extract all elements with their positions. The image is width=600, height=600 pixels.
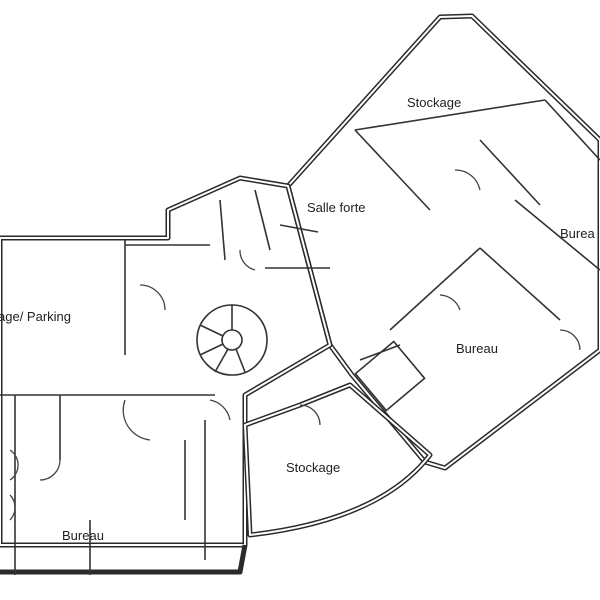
doors — [9, 169, 581, 521]
walls — [0, 13, 600, 575]
interior-partitions — [0, 99, 600, 575]
room-label-bureau-bottom: Bureau — [62, 528, 104, 543]
room-label-stockage-top: Stockage — [407, 95, 461, 110]
west-wing-wall — [0, 175, 333, 548]
room-label-bureau-right: Burea — [560, 226, 595, 241]
bureau-bottom-wall — [0, 544, 248, 575]
room-label-parking: age/ Parking — [0, 309, 71, 324]
east-wing-wall — [285, 13, 600, 471]
spiral-staircase — [196, 304, 268, 376]
room-label-bureau-center: Bureau — [456, 341, 498, 356]
room-label-salle-forte: Salle forte — [307, 200, 366, 215]
room-labels: Stockage Salle forte Burea Bureau age/ P… — [0, 95, 595, 543]
room-label-stockage-bottom: Stockage — [286, 460, 340, 475]
